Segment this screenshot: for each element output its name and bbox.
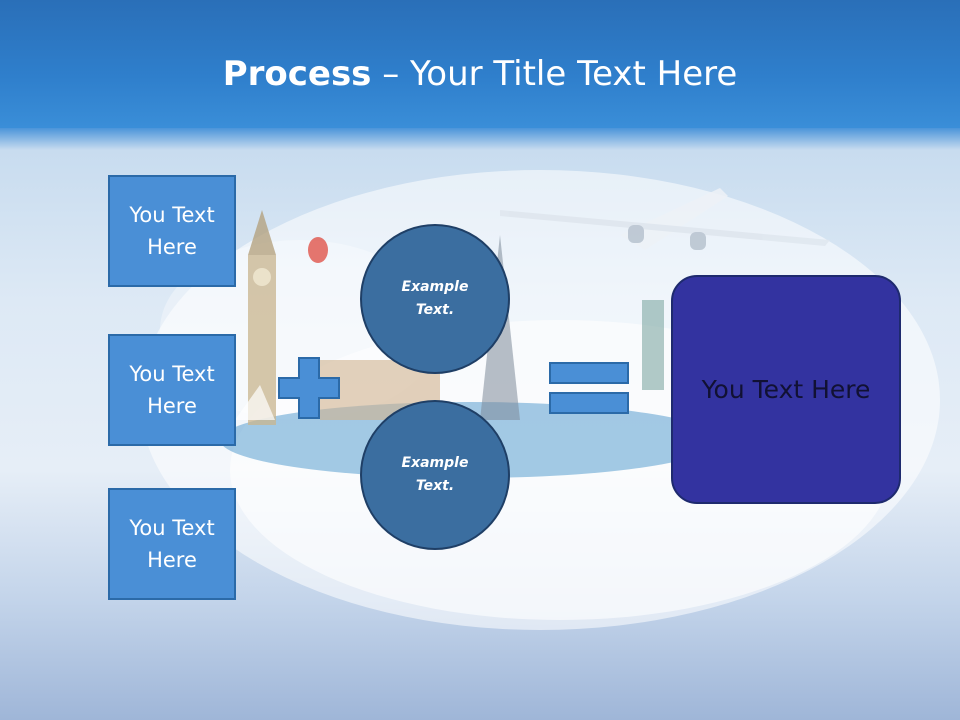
example-circle-1[interactable]: Example Text. [360,224,510,374]
text-box-2[interactable]: You Text Here [108,334,236,446]
result-box-label: You Text Here [701,375,871,404]
circle-label: Example Text. [401,279,469,318]
title-bold: Process [222,54,372,94]
text-box-label: You Text Here [129,516,215,572]
title-band [0,0,960,128]
example-circle-2[interactable]: Example Text. [360,400,510,550]
page-title: Process – Your Title Text Here [0,52,960,96]
text-box-1[interactable]: You Text Here [108,175,236,287]
text-box-label: You Text Here [129,203,215,259]
title-rest: – Your Title Text Here [371,54,738,94]
result-box[interactable]: You Text Here [671,275,901,504]
plus-icon [278,357,340,419]
text-box-label: You Text Here [129,362,215,418]
circle-label: Example Text. [401,455,469,494]
text-box-3[interactable]: You Text Here [108,488,236,600]
equals-icon [549,362,629,414]
